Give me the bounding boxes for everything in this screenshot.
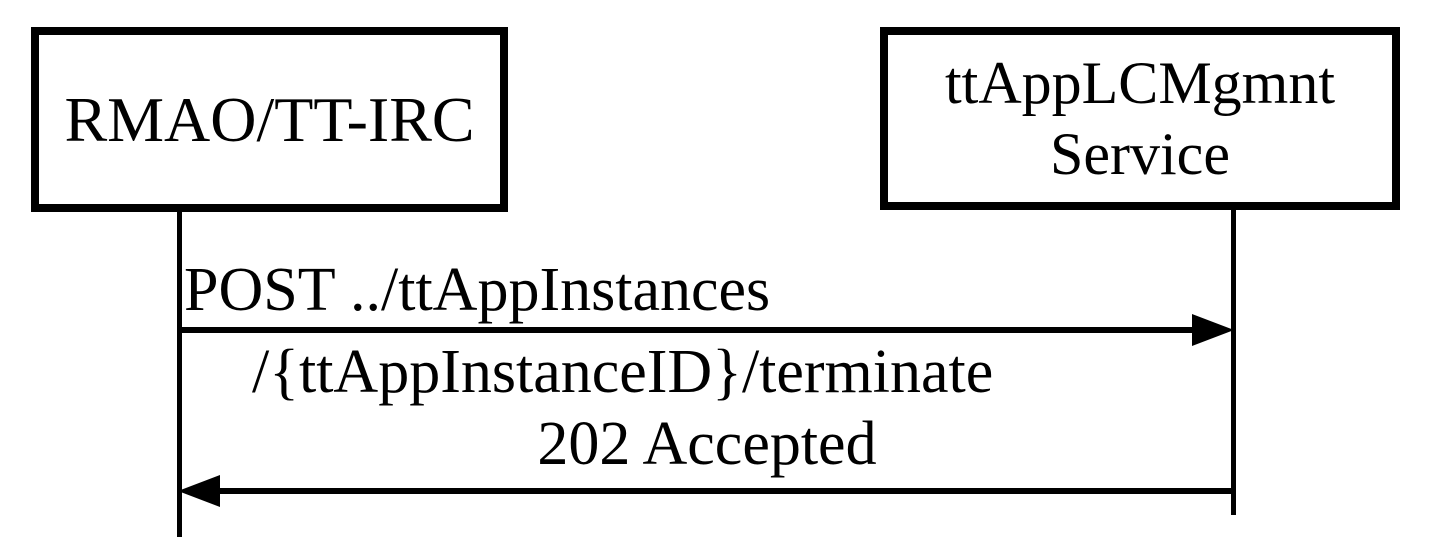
message-label-post-line1: POST ../ttAppInstances — [184, 256, 771, 324]
message-line-202-response — [216, 488, 1234, 494]
actor-label-rmao-tt-irc: RMAO/TT-IRC — [64, 83, 475, 155]
actor-label-line2: Service — [1050, 120, 1230, 187]
actor-box-ttapplcmgmnt-service: ttAppLCMgmnt Service — [880, 27, 1400, 210]
actor-label-line1: ttAppLCMgmnt — [944, 50, 1336, 117]
actor-box-rmao-tt-irc: RMAO/TT-IRC — [31, 27, 508, 212]
lifeline-rmao-tt-irc — [177, 212, 182, 537]
message-label-202-accepted: 202 Accepted — [537, 410, 877, 478]
arrowhead-left-icon — [178, 475, 220, 507]
arrowhead-right-icon — [1192, 314, 1234, 346]
message-label-post-line2: /{ttAppInstanceID}/terminate — [252, 338, 994, 406]
actor-label-ttapplcmgmnt-service: ttAppLCMgmnt Service — [945, 48, 1335, 188]
message-line-post-request — [180, 327, 1194, 333]
lifeline-ttapplcmgmnt-service — [1231, 210, 1236, 515]
